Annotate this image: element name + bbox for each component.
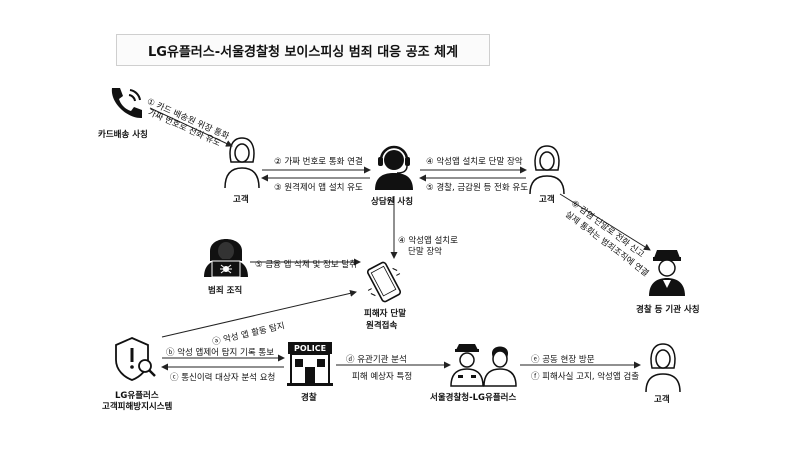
- step5a-label: ⑤ 경찰, 금감원 등 전화 유도: [426, 183, 529, 193]
- arrow-step1: [149, 107, 233, 147]
- smartphone-icon: [366, 261, 402, 303]
- customer-right-icon: [529, 145, 565, 195]
- arrow-step6: [559, 193, 651, 251]
- caption-victim-device-1: 피해자 단말: [364, 309, 407, 319]
- step4b-label-1: ④ 악성앱 설치로: [398, 236, 458, 246]
- phone-icon: [111, 88, 142, 119]
- step5b-label: ⑤ 금융 앱 삭제 및 정보 탈취: [255, 260, 358, 270]
- step3-label: ③ 원격제어 앱 설치 유도: [274, 183, 363, 193]
- request-label: ⓒ 통신이력 대상자 분석 요청: [170, 373, 276, 383]
- report-label: ⓑ 악성 앱제어 탐지 기록 통보: [166, 348, 275, 358]
- police-officer-icon: [450, 344, 484, 387]
- caption-card-delivery: 카드배송 사칭: [98, 130, 148, 140]
- shield-search-icon: [115, 337, 156, 381]
- customer-left-icon: [224, 137, 260, 189]
- caption-crime-org: 범죄 조직: [208, 286, 243, 296]
- arrow-detect: [161, 289, 357, 338]
- step2-label: ② 가짜 번호로 통화 연결: [274, 157, 363, 167]
- caption-customer-right: 고객: [539, 195, 555, 205]
- caption-lgu-system-1: LG유플러스: [115, 391, 159, 401]
- joint-team-icon: [450, 344, 517, 387]
- step4b-label-2: 단말 장악: [408, 247, 442, 257]
- step4a-label: ④ 악성앱 설치로 단말 장악: [426, 157, 523, 167]
- notify-label: ⓕ 피해사실 고지, 악성앱 검출: [531, 372, 640, 382]
- caption-lgu-system-2: 고객피해방지시스템: [102, 402, 173, 412]
- diagram-title: LG유플러스-서울경찰청 보이스피싱 범죄 대응 공조 체계: [116, 34, 490, 66]
- police-sign: POLICE: [294, 344, 326, 353]
- police-officer-icon: [649, 250, 685, 296]
- police-station-icon: POLICE: [287, 342, 333, 386]
- hacker-icon: [204, 239, 248, 278]
- headset-agent-icon: [375, 145, 413, 190]
- caption-joint: 서울경찰청-LG유플러스: [430, 393, 517, 403]
- caption-police-agency: 경찰 등 기관 사칭: [636, 305, 700, 315]
- staff-person-icon: [483, 346, 517, 387]
- visit-label: ⓔ 공동 현장 방문: [531, 355, 595, 365]
- caption-customer-bottom: 고객: [654, 395, 670, 405]
- caption-victim-device-2: 원격접속: [366, 321, 398, 331]
- caption-agent: 상담원 사칭: [371, 197, 414, 207]
- analysis-sub-label: 피해 예상자 특정: [352, 372, 413, 382]
- caption-police: 경찰: [301, 393, 317, 403]
- caption-customer-left: 고객: [233, 195, 249, 205]
- customer-bottom-icon: [645, 343, 681, 393]
- analysis-label: ⓓ 유관기관 분석: [346, 355, 407, 365]
